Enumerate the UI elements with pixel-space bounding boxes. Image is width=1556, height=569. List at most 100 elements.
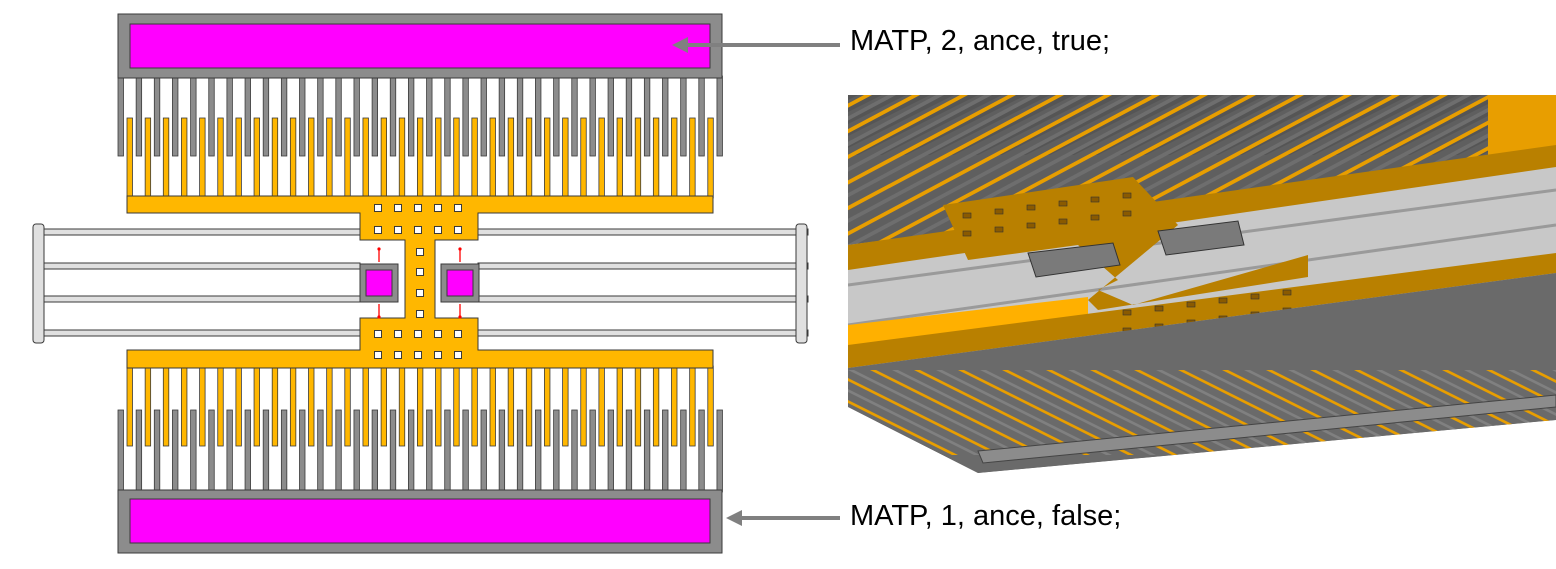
spring-anchor xyxy=(795,223,808,344)
movable-finger xyxy=(126,365,133,447)
upper-comb-finger xyxy=(848,95,968,255)
fixed-finger xyxy=(335,75,342,157)
lower-comb-finger xyxy=(848,370,958,455)
fixed-finger xyxy=(680,409,687,493)
lower-comb-finger xyxy=(980,370,1156,455)
release-hole xyxy=(434,351,442,359)
fixed-finger xyxy=(498,409,506,493)
fixed-finger xyxy=(172,75,179,157)
spring-beam xyxy=(477,262,809,270)
lower-comb-finger xyxy=(1178,370,1354,455)
movable-finger xyxy=(217,117,224,199)
release-hole xyxy=(434,204,442,212)
plate-hole xyxy=(994,208,1004,215)
lower-comb-finger xyxy=(892,370,1068,455)
movable-shuttle xyxy=(126,117,714,447)
movable-finger xyxy=(507,365,515,447)
movable-finger xyxy=(671,365,678,447)
fixed-finger xyxy=(371,75,379,157)
inner-electrode-pad xyxy=(365,269,393,297)
release-hole xyxy=(454,351,462,359)
fixed-finger xyxy=(444,409,451,493)
movable-finger xyxy=(471,365,478,447)
movable-finger xyxy=(453,117,460,199)
movable-finger xyxy=(689,365,696,447)
movable-finger xyxy=(671,117,678,199)
release-hole xyxy=(394,226,402,234)
fixed-finger xyxy=(662,409,669,493)
upper-comb-finger xyxy=(848,95,1088,255)
fixed-finger xyxy=(698,75,705,157)
release-hole xyxy=(374,226,382,234)
release-hole xyxy=(416,268,424,276)
release-hole xyxy=(434,330,442,338)
fixed-finger xyxy=(444,75,451,157)
lower-comb-finger xyxy=(1002,370,1178,455)
fixed-finger xyxy=(135,409,143,493)
movable-finger xyxy=(144,365,152,447)
plate-hole xyxy=(1090,196,1100,203)
release-hole xyxy=(374,330,382,338)
fixed-finger xyxy=(516,75,524,157)
3d-render-view xyxy=(848,95,1556,473)
plate-hole xyxy=(1026,204,1036,211)
lower-comb-finger xyxy=(1266,370,1442,455)
movable-finger xyxy=(634,365,642,447)
movable-finger xyxy=(326,365,333,447)
fixed-finger xyxy=(208,409,215,493)
movable-finger xyxy=(580,117,587,199)
bottom-fixed-electrode xyxy=(117,409,723,554)
release-hole xyxy=(454,226,462,234)
movable-finger xyxy=(507,117,515,199)
top-electrode-label: MATP, 2, ance, true; xyxy=(850,25,1111,57)
movable-finger xyxy=(199,117,206,199)
fixed-finger xyxy=(226,409,233,493)
fixed-finger xyxy=(662,75,669,157)
upper-comb-finger xyxy=(852,95,1160,255)
movable-finger xyxy=(380,117,388,199)
mems-comb-drive-layout xyxy=(32,13,840,554)
movable-finger xyxy=(308,117,315,199)
upper-comb-shadow xyxy=(848,95,906,155)
movable-finger xyxy=(652,117,660,199)
release-hole xyxy=(394,351,402,359)
movable-finger xyxy=(398,365,406,447)
movable-finger xyxy=(525,117,533,199)
fixed-finger xyxy=(407,75,415,157)
fixed-finger xyxy=(208,75,215,157)
fixed-finger xyxy=(607,409,614,493)
movable-finger xyxy=(562,365,569,447)
arrow-head xyxy=(672,37,688,53)
spring-beam xyxy=(477,228,809,236)
movable-finger xyxy=(217,365,224,447)
plate-hole xyxy=(962,212,972,219)
upper-comb-finger xyxy=(848,95,992,255)
fixed-finger xyxy=(426,409,433,493)
fixed-finger xyxy=(643,75,651,157)
fixed-finger xyxy=(716,75,723,157)
movable-finger xyxy=(525,365,533,447)
plate-hole xyxy=(1186,301,1196,308)
shuttle-body xyxy=(126,195,714,369)
movable-finger xyxy=(380,365,388,447)
movable-finger xyxy=(707,365,714,447)
movable-finger xyxy=(326,117,333,199)
upper-comb-finger xyxy=(848,95,1136,255)
lower-comb-finger xyxy=(914,370,1090,455)
upper-comb-finger xyxy=(848,95,1112,255)
movable-finger xyxy=(344,117,351,199)
anchor-block xyxy=(1157,220,1245,256)
movable-finger xyxy=(435,365,442,447)
release-hole xyxy=(416,248,424,256)
release-hole xyxy=(454,204,462,212)
movable-finger xyxy=(598,365,605,447)
fixed-finger xyxy=(643,409,651,493)
movable-finger xyxy=(235,365,242,447)
fixed-finger xyxy=(117,75,124,157)
release-hole xyxy=(416,289,424,297)
spring-beam xyxy=(32,329,361,337)
fixed-finger xyxy=(317,75,324,157)
fixed-finger xyxy=(299,75,306,157)
top-electrode-pad xyxy=(129,23,711,69)
lower-yellow-bar xyxy=(848,253,1556,368)
